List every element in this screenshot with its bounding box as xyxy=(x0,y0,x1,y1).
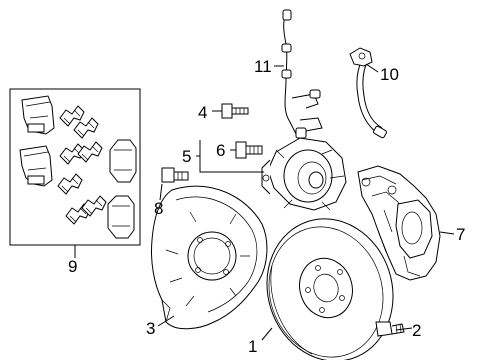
bolt-4 xyxy=(221,103,249,119)
pad-clip-1 xyxy=(59,105,85,127)
hub-bearing-assembly xyxy=(261,137,347,211)
brake-pad-lower-left xyxy=(19,145,53,187)
brake-caliper xyxy=(357,165,441,281)
callout-9: 9 xyxy=(68,257,77,276)
callout-6: 6 xyxy=(216,141,225,160)
callout-2: 2 xyxy=(412,321,421,340)
brake-rotor xyxy=(266,218,394,360)
bolt-6 xyxy=(235,141,263,159)
leader-lines xyxy=(74,63,455,341)
pad-clip-2 xyxy=(73,117,99,139)
brake-pad-lower-right xyxy=(107,195,135,239)
callout-10: 10 xyxy=(380,65,399,84)
callout-8: 8 xyxy=(154,199,163,218)
bolt-2 xyxy=(375,321,405,337)
callout-4: 4 xyxy=(198,103,207,122)
pad-clip-7 xyxy=(81,195,107,217)
pad-clip-5 xyxy=(57,173,83,195)
callout-3: 3 xyxy=(146,319,155,338)
brake-hose xyxy=(349,47,387,139)
brake-pad-upper-right xyxy=(109,139,137,183)
pad-kit-group xyxy=(9,88,141,246)
callout-5: 5 xyxy=(182,147,191,166)
bolt-8 xyxy=(161,167,189,183)
pad-clip-4 xyxy=(77,141,103,163)
callout-11: 11 xyxy=(254,57,272,76)
wheel-speed-sensor xyxy=(281,9,323,139)
callout-7: 7 xyxy=(456,225,465,244)
dust-shield xyxy=(151,185,268,330)
brake-pad-upper-left xyxy=(21,95,55,135)
callout-1: 1 xyxy=(248,337,257,356)
